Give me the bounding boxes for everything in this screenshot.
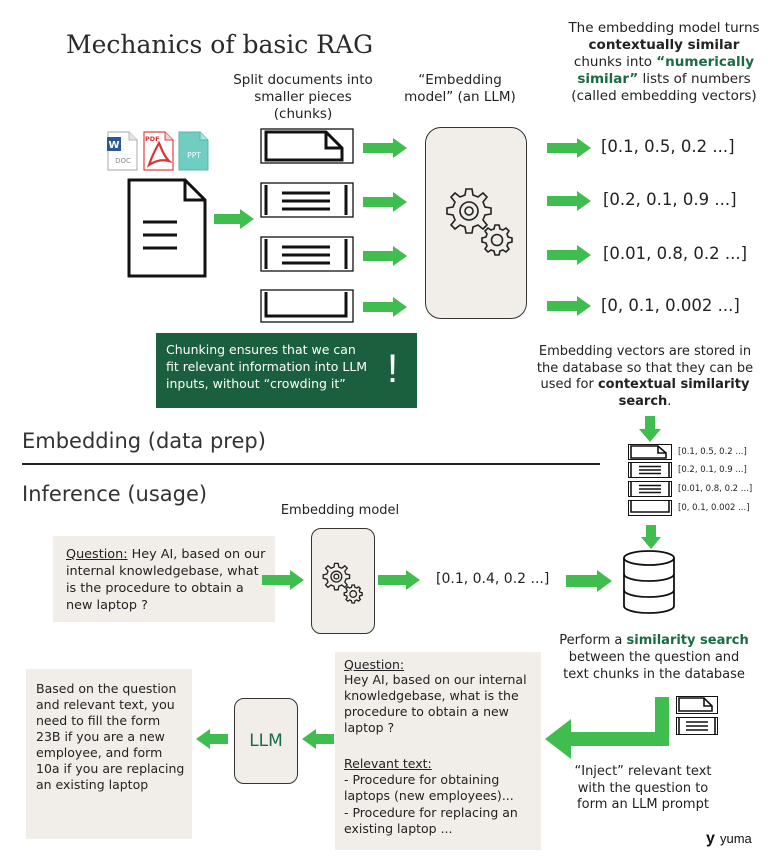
- arrow-vector-4: [547, 296, 591, 316]
- arrow-chunk-4: [363, 297, 407, 317]
- store-caption: Embedding vectors are stored in the data…: [528, 344, 762, 410]
- stored-chunk-2-icon: [628, 462, 672, 478]
- arrow-chunk-2: [363, 192, 407, 212]
- prompt-relevant-line-1: - Procedure for obtaining laptops (new e…: [344, 772, 514, 803]
- inject-caption: “Inject” relevant text with the question…: [574, 764, 712, 812]
- retrieved-chunk-2-icon: [676, 717, 718, 735]
- answer-text: Based on the question and relevant text,…: [36, 681, 185, 792]
- prompt-relevant-line-2: - Procedure for replacing an existing la…: [344, 805, 518, 836]
- arrow-down-to-store: [639, 416, 661, 442]
- arrow-vector-1: [547, 138, 591, 158]
- chunk-2-icon: [260, 182, 354, 218]
- page-title: Mechanics of basic RAG: [66, 30, 374, 59]
- prompt-box: Question: Hey AI, based on our internal …: [335, 652, 541, 850]
- gears-icon: [446, 188, 513, 256]
- arrow-chunk-1: [363, 138, 407, 158]
- stored-vector-2: [0.2, 0.1, 0.9 ...]: [678, 465, 747, 475]
- chunk-3-icon: [260, 236, 354, 272]
- section-inference-label: Inference (usage): [22, 482, 208, 506]
- arrow-doc-to-chunks: [214, 209, 254, 229]
- vector-caption-highlight: “numerically similar”: [577, 54, 755, 87]
- ppt-icon: PPT: [178, 131, 209, 171]
- arrow-prompt-to-llm: [302, 729, 334, 749]
- stored-vector-4: [0, 0.1, 0.002 ...]: [678, 503, 750, 513]
- arrow-llm-to-answer: [196, 729, 228, 749]
- stored-chunk-1-icon: [628, 444, 672, 460]
- pdf-icon: PDF: [143, 131, 174, 171]
- question-text: Question: Hey AI, based on our internal …: [66, 546, 266, 614]
- chunking-note-text: Chunking ensures that we can fit relevan…: [166, 342, 368, 391]
- arrow-chunk-3: [363, 246, 407, 266]
- retrieved-chunk-1-icon: [676, 696, 718, 714]
- question-body: Hey AI, based on our internal knowledgeb…: [66, 547, 266, 613]
- store-caption-post: .: [667, 393, 672, 409]
- vector-1: [0.1, 0.5, 0.2 ...]: [601, 137, 735, 156]
- document-icon: [127, 178, 207, 278]
- stored-vector-3: [0.01, 0.8, 0.2 ...]: [678, 484, 753, 494]
- yuma-logo: y yuma: [706, 828, 752, 848]
- arrow-embed-to-vector: [378, 570, 420, 590]
- ppt-label: PPT: [187, 151, 201, 160]
- pdf-label: PDF: [145, 135, 160, 143]
- svg-text:W: W: [108, 140, 119, 151]
- chunking-note: Chunking ensures that we can fit relevan…: [156, 333, 417, 408]
- vector-caption: The embedding model turns contextually s…: [566, 20, 762, 105]
- embedding-model-box-2: [311, 528, 375, 634]
- vector-3: [0.01, 0.8, 0.2 ...]: [603, 244, 748, 263]
- store-caption-pre: Embedding vectors are stored in the data…: [536, 344, 754, 392]
- exclamation-icon: !: [387, 347, 399, 391]
- section-embedding-label: Embedding (data prep): [22, 429, 266, 453]
- stored-chunk-3-icon: [628, 481, 672, 497]
- word-doc-label: DOC: [115, 157, 131, 165]
- section-divider: [22, 463, 600, 465]
- embedding-model-caption: “Embedding model” (an LLM): [404, 72, 516, 105]
- yuma-logo-mark: y: [706, 830, 715, 847]
- arrow-vector-to-db: [566, 570, 612, 592]
- arrow-vector-3: [547, 245, 591, 265]
- vector-caption-bold: contextually similar: [588, 37, 740, 53]
- vector-2: [0.2, 0.1, 0.9 ...]: [603, 190, 737, 209]
- arrow-question-to-embed: [262, 570, 304, 590]
- embedding-model-box: [425, 127, 527, 319]
- search-caption: Perform a similarity search between the …: [554, 632, 754, 683]
- gears-icon-2: [322, 562, 363, 604]
- search-caption-pre: Perform a: [559, 633, 627, 648]
- chunk-4-icon: [260, 289, 354, 323]
- yuma-logo-text: yuma: [720, 831, 752, 846]
- prompt-relevant-label: Relevant text:: [344, 756, 432, 771]
- search-caption-highlight: similarity search: [626, 633, 749, 648]
- chunk-caption: Split documents into smaller pieces (chu…: [233, 72, 373, 122]
- question-label: Question:: [66, 547, 128, 562]
- stored-chunk-4-icon: [628, 500, 672, 516]
- arrow-inject: [545, 697, 669, 759]
- query-vector: [0.1, 0.4, 0.2 ...]: [436, 571, 550, 587]
- search-caption-post: between the question and text chunks in …: [563, 650, 745, 682]
- database-icon: [623, 550, 675, 614]
- prompt-question-label: Question:: [344, 657, 405, 672]
- prompt-question-text: Hey AI, based on our internal knowledgeb…: [344, 672, 527, 735]
- embedding-model-caption-2: Embedding model: [280, 503, 400, 518]
- word-doc-icon: W DOC: [107, 131, 138, 171]
- llm-box: [234, 698, 298, 784]
- arrow-down-to-db: [641, 525, 661, 549]
- store-caption-bold: contextual similarity search: [597, 377, 750, 409]
- arrow-vector-2: [547, 191, 591, 211]
- question-box: Question: Hey AI, based on our internal …: [53, 536, 275, 622]
- llm-label: LLM: [249, 731, 283, 751]
- stored-vector-1: [0.1, 0.5, 0.2 ...]: [678, 447, 747, 457]
- vector-caption-pre: The embedding model turns: [568, 20, 760, 36]
- chunk-1-icon: [260, 128, 354, 164]
- vector-4: [0, 0.1, 0.002 ...]: [601, 296, 740, 315]
- answer-box: Based on the question and relevant text,…: [26, 669, 192, 839]
- vector-caption-mid: chunks into: [573, 54, 657, 70]
- vector-caption-post: lists of numbers (called embedding vecto…: [571, 71, 757, 104]
